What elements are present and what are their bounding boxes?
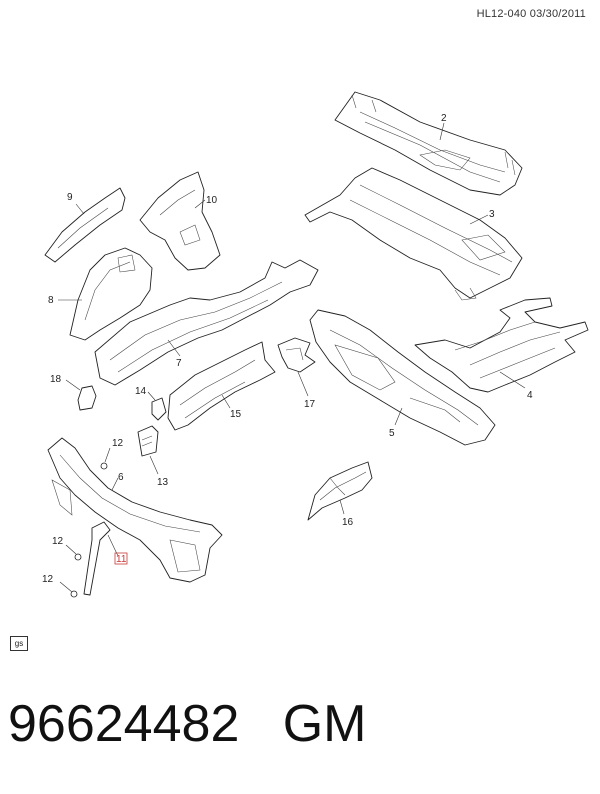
fastener-12-lower (70, 590, 78, 598)
lead-10 (194, 199, 206, 209)
part-14-bracket (151, 397, 167, 421)
lead-12a (104, 447, 111, 463)
callout-4: 4 (527, 390, 533, 401)
part-2-cowl-panel (334, 91, 523, 196)
lead-15 (221, 394, 231, 409)
header-code-date: HL12-040 03/30/2011 (476, 8, 586, 20)
callout-12-lower: 12 (42, 574, 54, 585)
callout-14: 14 (135, 386, 147, 397)
callout-9: 9 (67, 192, 73, 203)
callout-8: 8 (48, 295, 54, 306)
callout-11-box (114, 552, 128, 565)
part-number: 96624482 (8, 695, 240, 753)
part-16-closeout-panel (307, 461, 373, 521)
callout-6: 6 (118, 472, 124, 483)
callout-17: 17 (304, 399, 316, 410)
callout-13: 13 (157, 477, 169, 488)
part-7-upper-rail (94, 259, 319, 386)
lead-7 (167, 339, 181, 357)
fastener-12-middle (74, 553, 82, 561)
part-17-bracket (277, 337, 316, 373)
brand-name: GM (282, 695, 367, 753)
gs-label-box: gs (10, 636, 28, 651)
callout-2: 2 (441, 113, 447, 124)
lead-13 (149, 455, 159, 475)
callout-12-upper: 12 (112, 438, 124, 449)
callout-16: 16 (342, 517, 354, 528)
lead-5 (394, 407, 403, 426)
lead-12b (65, 544, 77, 555)
lead-2 (439, 122, 445, 141)
part-4-crossmember-frame (414, 297, 589, 393)
callout-10: 10 (206, 195, 218, 206)
callout-18: 18 (50, 374, 62, 385)
callout-11: 11 (116, 554, 127, 565)
part-11-stay-rod (83, 521, 111, 596)
lead-17 (297, 371, 309, 397)
lead-6 (111, 477, 119, 491)
part-9-rail-extension (44, 187, 126, 263)
lead-14 (147, 391, 156, 401)
part-number-footer: 96624482 GM (8, 694, 366, 754)
callout-3: 3 (489, 209, 495, 220)
lead-11 (107, 534, 119, 557)
lead-4 (499, 371, 526, 389)
part-5-floor-pan (309, 309, 496, 446)
fastener-12-upper (100, 462, 108, 470)
lead-12c (59, 581, 73, 593)
part-18-mount (77, 385, 97, 411)
exploded-parts-diagram: 2 3 4 5 (42, 91, 589, 598)
part-3-dash-panel (304, 167, 523, 301)
lead-16 (339, 499, 345, 515)
callout-7: 7 (176, 358, 182, 369)
lead-9 (75, 203, 85, 215)
lead-18 (65, 379, 81, 391)
callout-12-middle: 12 (52, 536, 64, 547)
part-6-lower-rail (47, 437, 223, 583)
callout-5: 5 (389, 428, 395, 439)
part-10-shock-tower (139, 171, 221, 271)
footer-gap (239, 695, 282, 753)
part-8-wheelhouse (69, 247, 153, 341)
part-13-bracket (137, 425, 159, 457)
callout-15: 15 (230, 409, 242, 420)
lead-3 (469, 214, 489, 225)
part-15-rail-inner (167, 341, 276, 431)
